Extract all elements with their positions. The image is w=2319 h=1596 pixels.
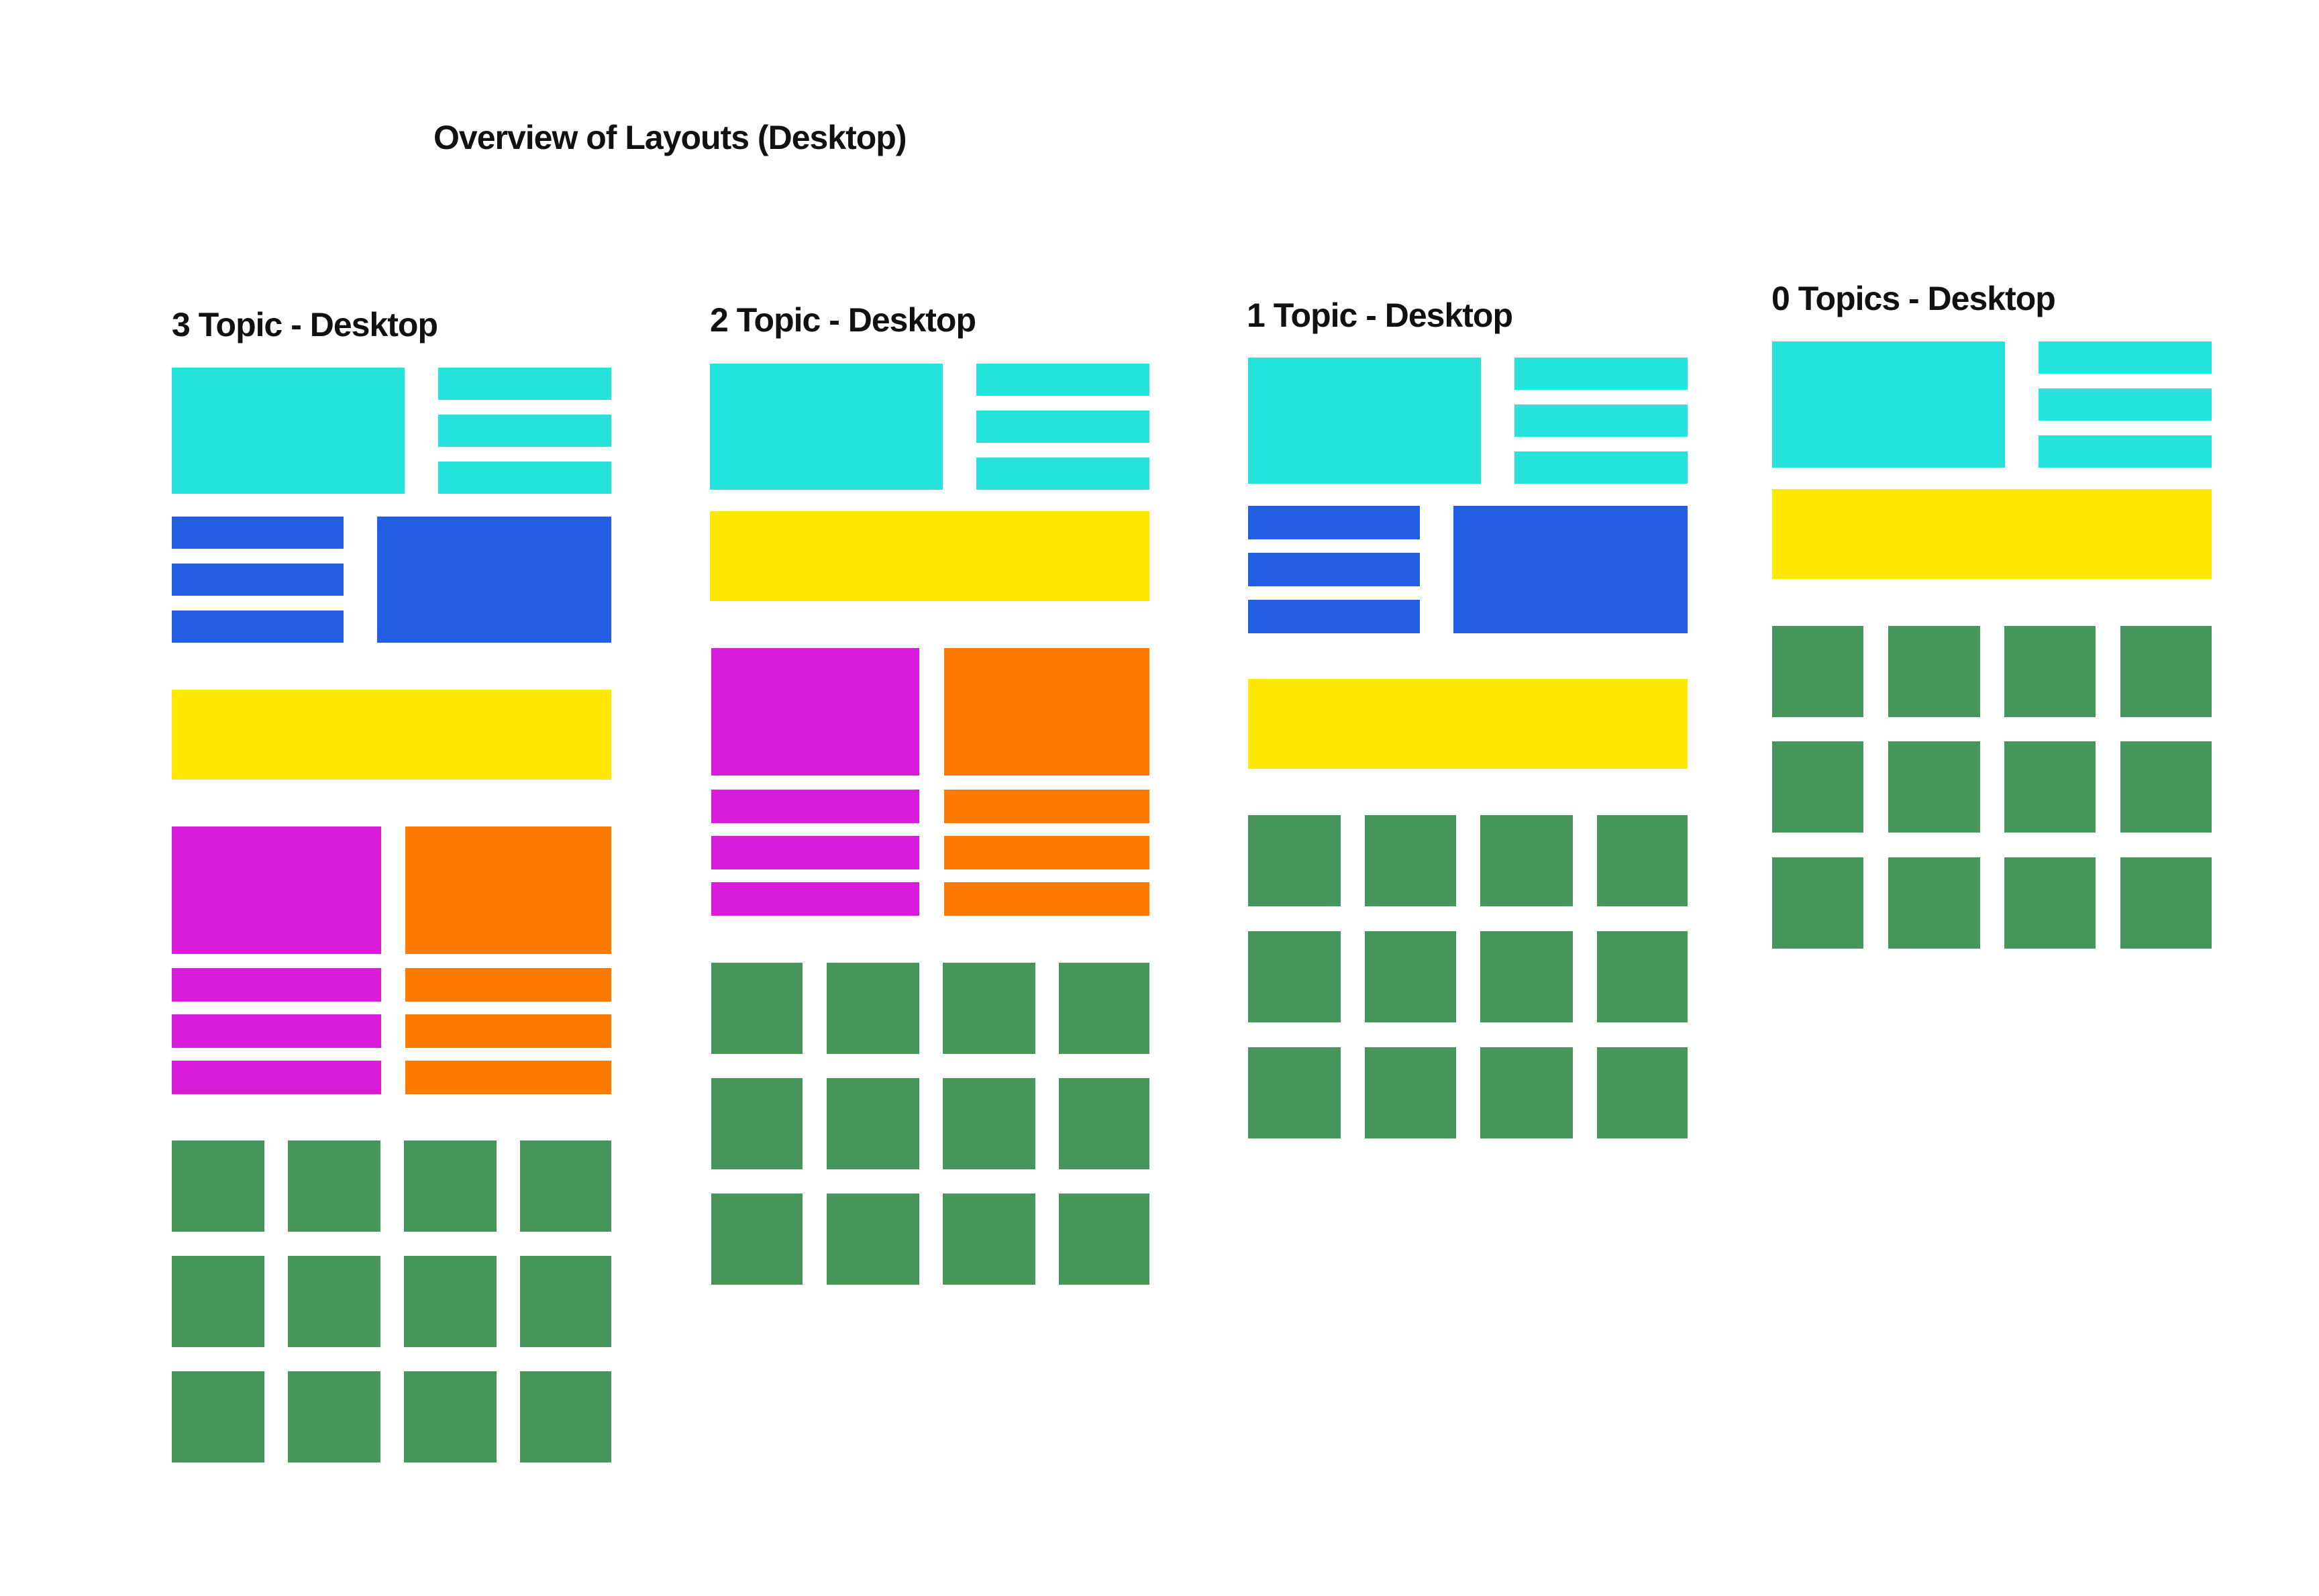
banner-block [172, 690, 611, 780]
layout-title-3-topic: 3 Topic - Desktop [172, 306, 438, 343]
topic-list-row [405, 1061, 611, 1094]
grid-tile [1365, 931, 1456, 1022]
grid-tile [172, 1371, 264, 1462]
grid-tile [520, 1371, 611, 1462]
hero-list-row [976, 364, 1149, 396]
topic-list-row [172, 517, 344, 549]
topic-list-row [711, 836, 919, 869]
topic-list-row [944, 836, 1149, 869]
grid-tile [1480, 931, 1573, 1022]
grid-tile [943, 1078, 1035, 1169]
grid-tile [1772, 857, 1863, 949]
topic-list-row [711, 882, 919, 916]
topic-list-row [172, 610, 344, 643]
grid-tile [1059, 1078, 1149, 1169]
hero-list-row [438, 368, 611, 400]
hero-list-row [976, 458, 1149, 490]
hero-list-row [976, 411, 1149, 443]
grid-tile [1248, 815, 1341, 906]
hero-list-row [1514, 358, 1688, 390]
grid-tile [827, 963, 919, 1054]
hero-list-row [438, 415, 611, 447]
topic-list-row [1248, 506, 1420, 539]
topic-image-block [377, 517, 611, 643]
banner-block [710, 511, 1149, 601]
topic-list-row [172, 564, 344, 596]
grid-tile [2120, 626, 2212, 717]
grid-tile [943, 963, 1035, 1054]
hero-image-block [1248, 358, 1481, 484]
topic-image-block [405, 827, 611, 954]
topic-list-row [405, 1014, 611, 1048]
grid-tile [2004, 626, 2096, 717]
hero-image-block [172, 368, 405, 494]
grid-tile [520, 1256, 611, 1347]
topic-list-row [405, 968, 611, 1002]
topic-list-row [944, 882, 1149, 916]
topic-image-block [172, 827, 381, 954]
hero-list-row [438, 462, 611, 494]
grid-tile [288, 1256, 380, 1347]
grid-tile [404, 1371, 497, 1462]
grid-tile [288, 1140, 380, 1232]
banner-block [1772, 489, 2212, 579]
hero-image-block [710, 364, 943, 490]
grid-tile [827, 1193, 919, 1285]
hero-image-block [1772, 341, 2005, 468]
grid-tile [711, 1193, 803, 1285]
grid-tile [2004, 741, 2096, 833]
grid-tile [1597, 931, 1688, 1022]
grid-tile [1059, 963, 1149, 1054]
grid-tile [2120, 741, 2212, 833]
grid-tile [1772, 741, 1863, 833]
grid-tile [1480, 815, 1573, 906]
grid-tile [711, 963, 803, 1054]
grid-tile [2004, 857, 2096, 949]
grid-tile [404, 1256, 497, 1347]
grid-tile [1059, 1193, 1149, 1285]
layout-title-2-topic: 2 Topic - Desktop [710, 301, 976, 339]
grid-tile [1888, 857, 1980, 949]
grid-tile [1888, 626, 1980, 717]
grid-tile [1888, 741, 1980, 833]
topic-list-row [172, 968, 381, 1002]
topic-list-row [172, 1061, 381, 1094]
grid-tile [1248, 1047, 1341, 1138]
grid-tile [172, 1140, 264, 1232]
grid-tile [1597, 1047, 1688, 1138]
page-title: Overview of Layouts (Desktop) [433, 119, 907, 156]
banner-block [1248, 679, 1688, 769]
topic-image-block [944, 648, 1149, 776]
topic-image-block [711, 648, 919, 776]
grid-tile [2120, 857, 2212, 949]
topic-list-row [944, 790, 1149, 823]
topic-list-row [172, 1014, 381, 1048]
topic-list-row [1248, 553, 1420, 586]
hero-list-row [2039, 388, 2212, 421]
hero-list-row [2039, 341, 2212, 374]
topic-list-row [1248, 600, 1420, 633]
grid-tile [1248, 931, 1341, 1022]
grid-tile [943, 1193, 1035, 1285]
grid-tile [1480, 1047, 1573, 1138]
layout-title-0-topics: 0 Topics - Desktop [1771, 280, 2056, 317]
hero-list-row [1514, 451, 1688, 484]
grid-tile [1365, 1047, 1456, 1138]
grid-tile [1365, 815, 1456, 906]
grid-tile [827, 1078, 919, 1169]
grid-tile [520, 1140, 611, 1232]
grid-tile [1772, 626, 1863, 717]
layout-title-1-topic: 1 Topic - Desktop [1247, 297, 1513, 334]
grid-tile [711, 1078, 803, 1169]
grid-tile [288, 1371, 380, 1462]
grid-tile [404, 1140, 497, 1232]
topic-list-row [711, 790, 919, 823]
grid-tile [172, 1256, 264, 1347]
topic-image-block [1453, 506, 1688, 633]
hero-list-row [2039, 435, 2212, 468]
grid-tile [1597, 815, 1688, 906]
hero-list-row [1514, 405, 1688, 437]
